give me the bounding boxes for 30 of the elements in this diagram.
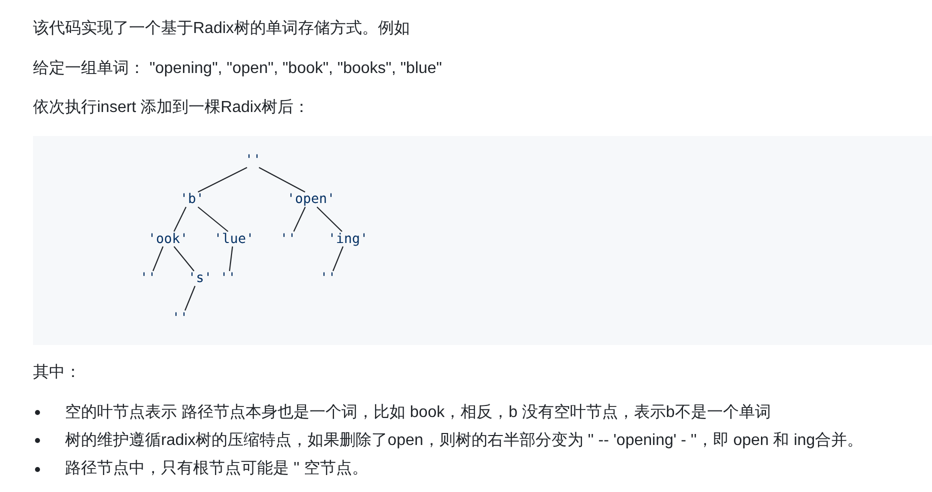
branch-line	[228, 246, 234, 272]
branch-line	[152, 246, 164, 272]
paragraph: 依次执行insert 添加到一棵Radix树后：	[33, 98, 310, 118]
branch-line	[174, 246, 194, 272]
branch-line	[174, 206, 186, 232]
node-label: ''	[320, 271, 336, 286]
node-label: ''	[140, 271, 156, 286]
branch-line	[198, 167, 248, 192]
node-label: ''	[220, 271, 236, 286]
node-label: ''	[280, 232, 296, 246]
node-label: 'lue'	[214, 232, 254, 246]
node-label: 'ook'	[148, 232, 188, 246]
paragraph: 该代码实现了一个基于Radix树的单词存储方式。例如	[33, 19, 410, 39]
list-item-text: 空的叶节点表示 路径节点本身也是一个词，比如 book，相反，b 没有空叶节点，表示b不是一个单词	[65, 402, 771, 422]
node-label: 's'	[188, 271, 212, 286]
branch-line	[316, 206, 342, 232]
paragraph: 给定一组单词： "opening", "open", "book", "books", "blue"	[33, 59, 442, 79]
node-label: ''	[172, 310, 188, 326]
branch-line	[332, 246, 344, 272]
node-label: 'ing'	[328, 232, 368, 246]
list-item-text: 树的维护遵循radix树的压缩特点，如果删除了open，则树的右半部分变为 '' -- 'opening' - ''，即 open 和 ing合并。	[65, 430, 864, 450]
branch-line	[184, 286, 196, 311]
branch-line	[258, 167, 306, 192]
node-label: 'b'	[180, 192, 204, 207]
branch-line	[198, 206, 228, 232]
paragraph: 其中：	[33, 363, 81, 383]
list-item-text: 路径节点中，只有根节点可能是 '' 空节点。	[65, 459, 368, 479]
node-label: 'open'	[287, 192, 336, 207]
branch-line	[293, 206, 306, 232]
node-label: ''	[245, 152, 262, 168]
